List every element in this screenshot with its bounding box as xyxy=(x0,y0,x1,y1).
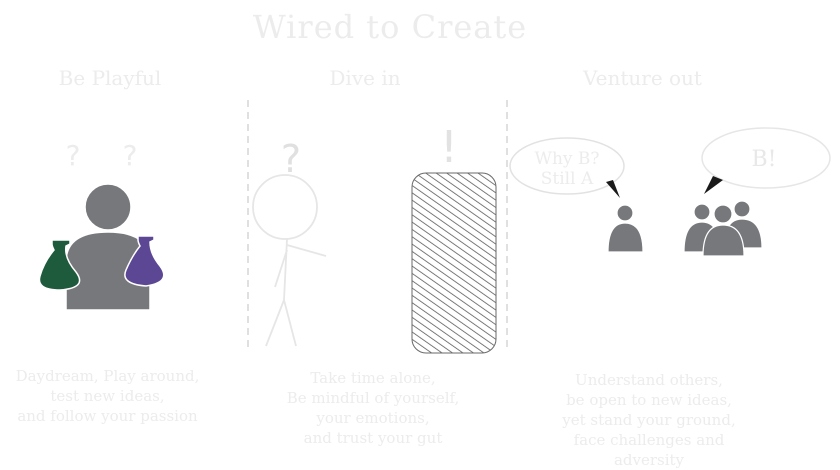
bubble-right-text: B! xyxy=(751,147,776,172)
stick-figure-icon xyxy=(252,174,327,347)
caption-venture-out: Understand others, be open to new ideas,… xyxy=(562,371,736,469)
question-mark-dive: ? xyxy=(281,137,301,181)
speech-bubble-left: Why B? Still A xyxy=(509,137,625,195)
single-person-icon xyxy=(607,204,644,253)
question-mark-right: ? xyxy=(123,139,138,172)
speech-bubble-right: B! xyxy=(701,127,831,189)
hatched-block xyxy=(411,172,497,354)
bubble-left-line1: Why B? xyxy=(534,149,599,169)
bubble-left-line2: Still A xyxy=(541,169,594,189)
green-flask-icon xyxy=(38,239,81,291)
playful-person-icon xyxy=(65,183,151,311)
bubble-right-pointer xyxy=(704,176,723,194)
caption-be-playful: Daydream, Play around, test new ideas, a… xyxy=(15,367,200,425)
bubble-left-pointer xyxy=(606,180,620,198)
exclamation-mark: ! xyxy=(440,122,458,173)
heading-venture-out: Venture out xyxy=(583,66,702,90)
question-mark-left: ? xyxy=(66,139,81,172)
group-of-people-icon xyxy=(683,200,763,257)
caption-dive-in: Take time alone, Be mindful of yourself,… xyxy=(286,369,460,447)
purple-flask-icon xyxy=(124,235,165,287)
heading-be-playful: Be Playful xyxy=(58,66,162,90)
diagram-canvas: ? ? ? ! Why B? Still A B! xyxy=(38,100,831,354)
diagram-title: Wired to Create xyxy=(252,8,528,46)
heading-dive-in: Dive in xyxy=(329,66,401,90)
